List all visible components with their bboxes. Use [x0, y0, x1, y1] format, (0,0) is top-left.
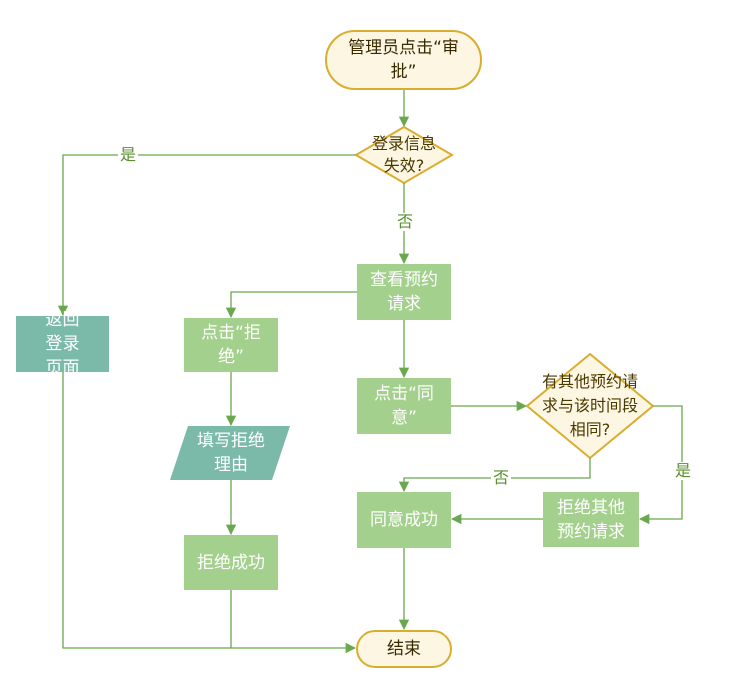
agree-success-node[interactable]: 同意成功 [357, 492, 451, 548]
edge-label-no-same: 否 [491, 468, 512, 487]
data-fill-reason-shape [170, 426, 290, 480]
fill-reason-node[interactable]: 填写拒绝理由 [196, 426, 266, 480]
start-node-label: 管理员点击“审批” [348, 38, 459, 82]
click-reject-node[interactable]: 点击“拒绝” [184, 318, 278, 372]
reject-success-node[interactable]: 拒绝成功 [184, 535, 278, 590]
return-login-label: 返回登录页面 [45, 310, 80, 378]
edge-label-yes-login: 是 [118, 145, 139, 164]
edge-check-yes-to-return [57, 154, 356, 317]
decision-same-time-text: 有其他预约请求与该时间段相同? [541, 372, 638, 439]
view-requests-node[interactable]: 查看预约请求 [357, 264, 451, 320]
fill-reason-label: 填写拒绝理由 [197, 431, 265, 475]
decision-login-text: 登录信息失效? [371, 134, 436, 175]
edge-label-no-login: 否 [395, 212, 416, 231]
edge-view-to-reject [225, 291, 357, 319]
view-requests-label: 查看预约请求 [370, 270, 438, 314]
edge-return-to-end [62, 372, 357, 654]
reject-others-label: 拒绝其他预约请求 [557, 497, 625, 542]
return-login-node[interactable]: 返回登录页面 [16, 310, 109, 378]
end-node-label: 结束 [387, 639, 421, 659]
click-reject-label: 点击“拒绝” [201, 323, 261, 367]
reject-others-node[interactable]: 拒绝其他预约请求 [543, 492, 639, 547]
agree-success-label: 同意成功 [370, 510, 438, 530]
click-agree-node[interactable]: 点击“同意” [357, 378, 451, 434]
start-node[interactable]: 管理员点击“审批” [325, 30, 482, 90]
edge-label-yes-same: 是 [673, 461, 694, 480]
click-agree-label: 点击“同意” [374, 384, 434, 428]
decision-login-label: 登录信息失效? [368, 131, 440, 179]
reject-success-label: 拒绝成功 [197, 552, 265, 573]
decision-same-time-label: 有其他预约请求与该时间段相同? [540, 368, 640, 444]
end-node[interactable]: 结束 [356, 630, 452, 668]
